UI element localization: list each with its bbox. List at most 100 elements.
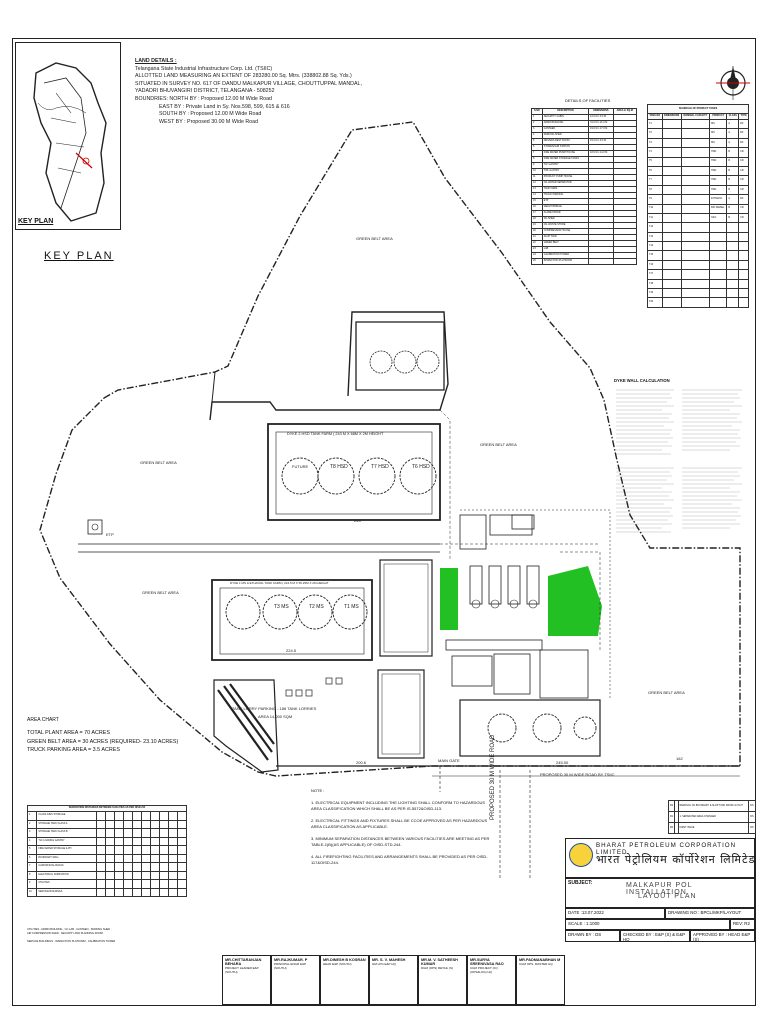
table-cell bbox=[150, 853, 160, 863]
table-cell bbox=[168, 811, 178, 821]
table-cell bbox=[168, 862, 178, 872]
table-cell: SERVICE BUILDINGS bbox=[36, 887, 97, 897]
table-cell bbox=[114, 887, 124, 897]
table-cell bbox=[123, 870, 133, 880]
note-item: 2. ELECTRICAL FITTINGS AND FIXTURES SHAL… bbox=[311, 818, 488, 829]
table-cell bbox=[123, 828, 133, 838]
table-cell bbox=[132, 870, 142, 880]
table-cell bbox=[132, 836, 142, 846]
date-cell: DATE :13.07.2022 bbox=[565, 908, 665, 919]
table-cell bbox=[168, 845, 178, 855]
table-cell bbox=[141, 879, 151, 889]
table-cell: DS bbox=[748, 800, 756, 812]
south-road-label: PROPOSED 30 M WIDE ROAD BY TSIIC bbox=[540, 772, 615, 777]
rev-cell: REV: R2 bbox=[730, 919, 755, 930]
table-cell bbox=[150, 845, 160, 855]
table-row: T14 bbox=[647, 241, 749, 252]
table-cell bbox=[674, 822, 679, 834]
table-cell: UTILITIES bbox=[36, 879, 97, 889]
table-cell bbox=[114, 879, 124, 889]
table-cell: 6 bbox=[26, 853, 38, 863]
subject-line: LAYOUT PLAN bbox=[638, 893, 697, 900]
table-cell bbox=[177, 811, 187, 821]
north-arrow-icon bbox=[716, 66, 750, 100]
table-cell bbox=[168, 853, 178, 863]
parking-area-label: AREA 14,000 SQM bbox=[258, 714, 293, 719]
key-plan-title: KEY PLAN bbox=[44, 250, 114, 262]
tank-label: T7 HSD bbox=[371, 464, 389, 470]
dimension-label: 200.6 bbox=[356, 760, 367, 765]
table-cell bbox=[105, 811, 115, 821]
table-cell bbox=[168, 819, 178, 829]
area-chart: AREA CHART TOTAL PLANT AREA = 70 ACRES G… bbox=[27, 716, 178, 755]
table-cell bbox=[177, 853, 187, 863]
signatory-name: MR.M. V. SATHEESH KUMAR bbox=[421, 958, 458, 966]
table-cell bbox=[141, 845, 151, 855]
table-cell bbox=[150, 870, 160, 880]
drawing-no-cell: DRAWING NO : BPCL/MKP/LAYOUT bbox=[665, 908, 755, 919]
table-cell bbox=[105, 853, 115, 863]
table-cell bbox=[105, 870, 115, 880]
table-cell bbox=[123, 836, 133, 846]
table-cell bbox=[159, 870, 169, 880]
table-cell bbox=[105, 828, 115, 838]
green-belt-patch bbox=[440, 568, 458, 630]
table-cell bbox=[159, 853, 169, 863]
table-cell bbox=[132, 887, 142, 897]
table-cell: TLF LOADING GANTRY bbox=[36, 836, 97, 846]
green-belt-patch bbox=[548, 566, 602, 636]
table-cell bbox=[96, 811, 106, 821]
table-cell: 4 bbox=[26, 836, 38, 846]
table-cell: 1. SEPARATED AREA CHANGED bbox=[677, 811, 750, 823]
table-cell: CAR/OFFICIAL BLDGS bbox=[36, 862, 97, 872]
table-cell bbox=[168, 828, 178, 838]
table-cell: DS bbox=[748, 822, 756, 834]
table-cell: STORAGE TANK CLASS A bbox=[36, 819, 97, 829]
table-cell: DS bbox=[748, 811, 756, 823]
table-cell: ELECTRICAL SUBSTATION bbox=[36, 870, 97, 880]
scale-cell: SCALE : 1:1000 bbox=[565, 919, 730, 930]
table-cell: REMOVAL OF BOUNDARY & SLOP TANK FROM LAY… bbox=[677, 800, 750, 812]
table-cell bbox=[141, 819, 151, 829]
table-cell bbox=[150, 828, 160, 838]
table-cell bbox=[141, 811, 151, 821]
table-cell bbox=[114, 828, 124, 838]
key-plan-box bbox=[15, 42, 121, 230]
table-cell bbox=[177, 836, 187, 846]
table-cell bbox=[96, 879, 106, 889]
table-cell bbox=[168, 836, 178, 846]
land-details: LAND DETAILS : Telangana State Industria… bbox=[135, 58, 395, 126]
tank-label: T8 HSD bbox=[330, 464, 348, 470]
table-cell bbox=[105, 879, 115, 889]
table-cell bbox=[132, 828, 142, 838]
table-cell bbox=[150, 819, 160, 829]
signatory-name: MR.RAJKUMAR. P bbox=[274, 958, 308, 962]
etp-label: ETP bbox=[106, 532, 114, 537]
company-block bbox=[565, 838, 755, 878]
land-line: ALLOTTED LAND MEASURING AN EXTENT OF 283… bbox=[135, 73, 352, 80]
table-cell bbox=[114, 862, 124, 872]
company-name: BHARAT PETROLEUM CORPORATION LIMITED bbox=[596, 842, 737, 856]
dimension-label: 245.00 bbox=[556, 760, 569, 765]
table-cell bbox=[132, 811, 142, 821]
table-cell bbox=[114, 819, 124, 829]
land-details-heading: LAND DETAILS : bbox=[135, 58, 177, 64]
dimension-label: 162 bbox=[676, 756, 683, 761]
table-cell bbox=[96, 862, 106, 872]
table-cell: 8 bbox=[26, 870, 38, 880]
separation-title: SEPARATION DISTANCES BETWEEN FACILITIES … bbox=[27, 805, 187, 812]
table-cell bbox=[177, 887, 187, 897]
signatory-role: DGM (OPS) RETAIL (S) bbox=[421, 966, 454, 970]
